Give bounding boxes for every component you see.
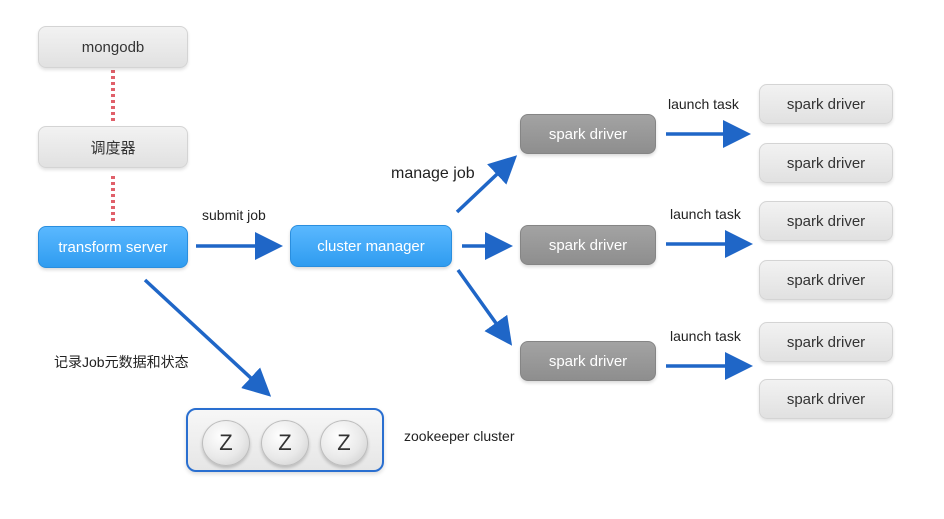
worker-node-3a[interactable]: spark driver (759, 322, 893, 362)
worker-node-1a[interactable]: spark driver (759, 84, 893, 124)
spark-driver-2[interactable]: spark driver (520, 225, 656, 265)
submit-job-label: submit job (202, 207, 266, 223)
arrow-record-zookeeper (143, 278, 272, 397)
zookeeper-instance-1: Z (202, 420, 250, 466)
cluster-manager-node[interactable]: cluster manager (290, 225, 452, 267)
worker-node-3b[interactable]: spark driver (759, 379, 893, 419)
arrow-cluster-driver-3 (456, 268, 513, 346)
mongodb-node[interactable]: mongodb (38, 26, 188, 68)
zookeeper-cluster-label: zookeeper cluster (404, 428, 515, 444)
worker-node-1b[interactable]: spark driver (759, 143, 893, 183)
zookeeper-instance-3: Z (320, 420, 368, 466)
spark-driver-1[interactable]: spark driver (520, 114, 656, 154)
launch-task-label-2: launch task (670, 206, 741, 222)
record-job-label: 记录Job元数据和状态 (54, 354, 189, 370)
zookeeper-cluster-node[interactable]: Z Z Z (186, 408, 384, 472)
worker-node-2b[interactable]: spark driver (759, 260, 893, 300)
arrow-manage-job (455, 155, 518, 214)
zookeeper-instance-2: Z (261, 420, 309, 466)
worker-node-2a[interactable]: spark driver (759, 201, 893, 241)
scheduler-node[interactable]: 调度器 (38, 126, 188, 168)
manage-job-label: manage job (391, 165, 475, 182)
launch-task-label-1: launch task (668, 96, 739, 112)
transform-server-node[interactable]: transform server (38, 226, 188, 268)
spark-driver-3[interactable]: spark driver (520, 341, 656, 381)
launch-task-label-3: launch task (670, 328, 741, 344)
